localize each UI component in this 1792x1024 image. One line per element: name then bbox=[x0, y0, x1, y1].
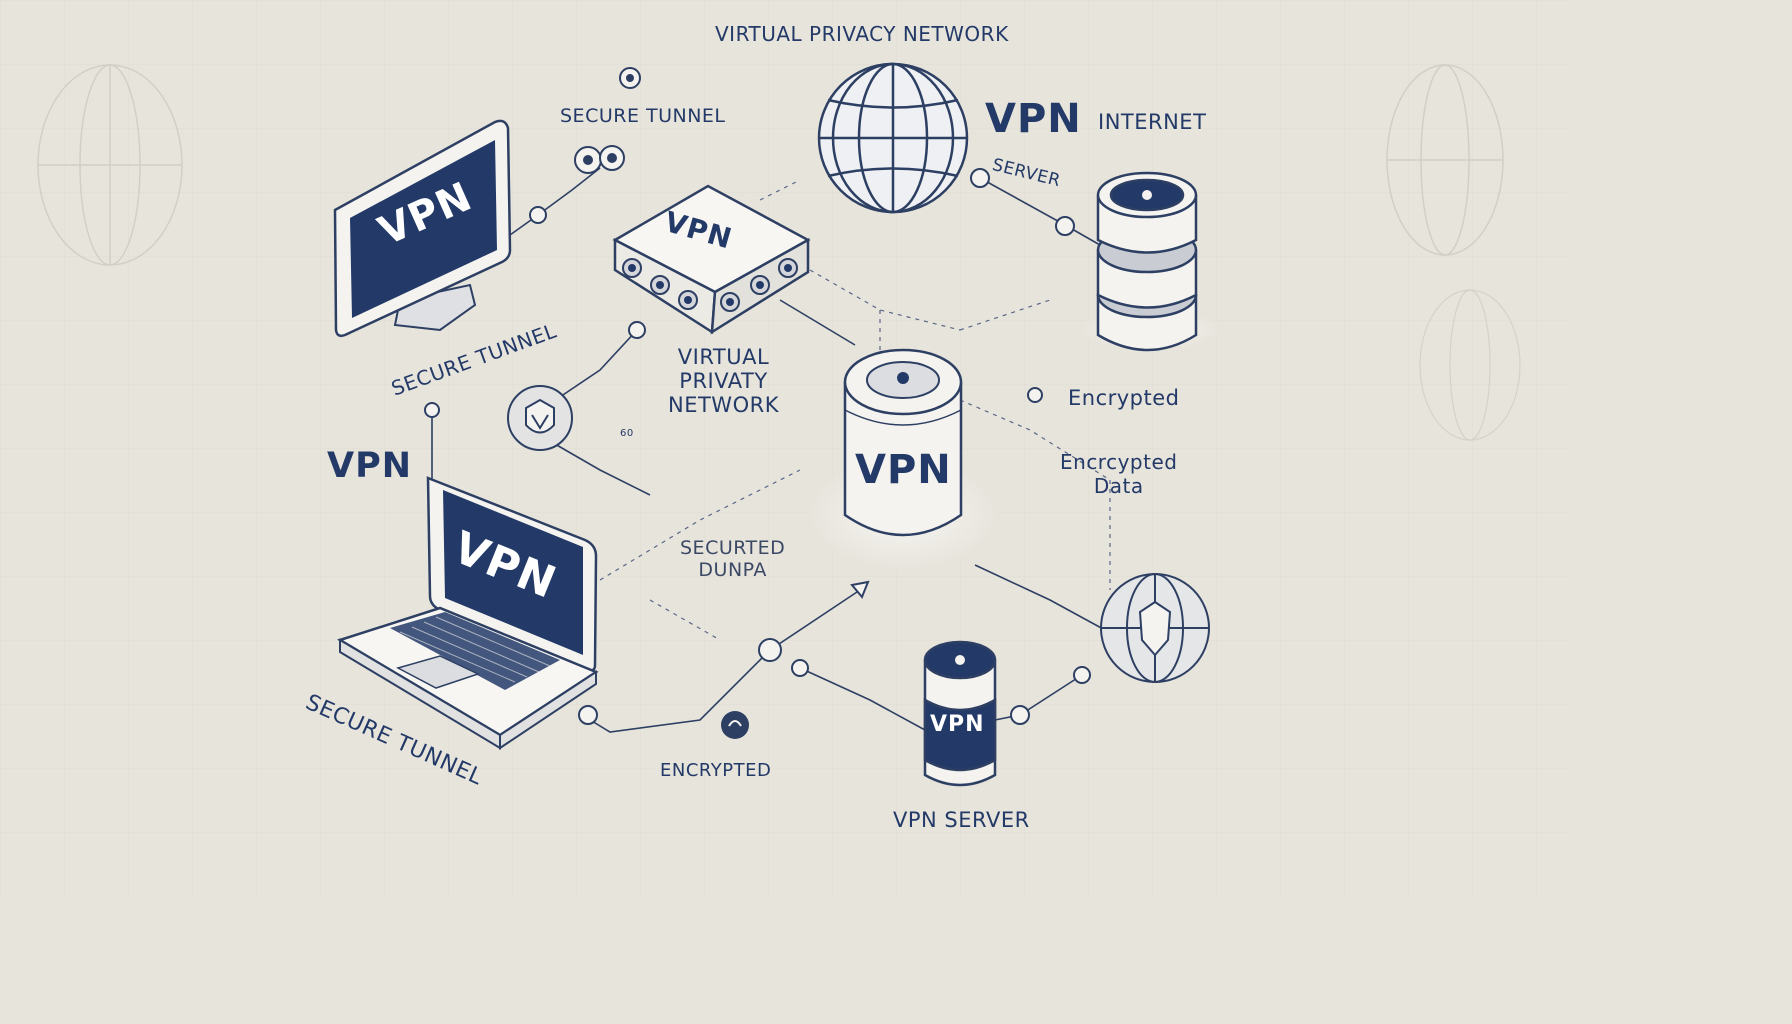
diagram-canvas bbox=[0, 0, 1568, 896]
encrypted-data-label: Encrcypted Data bbox=[1060, 450, 1177, 498]
key-icon bbox=[574, 67, 641, 174]
secure-tunnel-top-label: Secure Tunnel bbox=[560, 105, 726, 127]
vpn-text-line-3: Network bbox=[668, 393, 779, 417]
faint-globe-right-lower-icon bbox=[1419, 289, 1521, 441]
vpn-server-bottom-label: VPN Server bbox=[893, 808, 1030, 832]
vpn-diagram: Virtual Privacy Network Secure Tunnel VP… bbox=[0, 0, 1568, 896]
tunnel-line-shield-down bbox=[547, 439, 651, 496]
server-stack-icon bbox=[1080, 171, 1220, 352]
small-sixty-label: 60 bbox=[620, 428, 634, 439]
encrypted-data-line-1: Encrcypted bbox=[1060, 450, 1178, 474]
encrypted-right-label: Encrypted bbox=[1068, 386, 1180, 410]
faint-globe-left-icon bbox=[37, 64, 183, 266]
securted-line-1: Securted bbox=[680, 537, 786, 559]
internet-label: Internet bbox=[1098, 110, 1207, 134]
lock-icon bbox=[721, 711, 749, 739]
server-icon bbox=[923, 640, 997, 787]
globe-icon bbox=[817, 62, 969, 214]
securted-line-2: Dunpa bbox=[698, 559, 767, 581]
shield-icon bbox=[507, 385, 573, 451]
tunnel-line-shield-right bbox=[974, 564, 1106, 631]
tunnel-line-server-small-left bbox=[799, 667, 926, 731]
shield-globe-icon bbox=[1100, 573, 1210, 683]
top-title: Virtual Privacy Network bbox=[715, 22, 1009, 46]
tunnel-line-router-db bbox=[779, 299, 856, 346]
encrypted-data-line-2: Data bbox=[1093, 474, 1144, 498]
laptop-icon bbox=[336, 476, 599, 750]
router-icon bbox=[612, 184, 811, 335]
arrow-icon bbox=[850, 580, 870, 599]
vpn-left-label: VPN bbox=[327, 446, 413, 486]
database-vpn-label: VPN bbox=[855, 447, 952, 493]
tunnel-line-shield bbox=[547, 329, 638, 406]
virtual-privaty-network-label: Virtual Privaty Network bbox=[668, 345, 779, 417]
tunnel-line-monitor bbox=[509, 167, 601, 236]
monitor-icon bbox=[333, 119, 512, 338]
server-small-label: VPN bbox=[930, 712, 985, 737]
faint-globe-right-icon bbox=[1386, 64, 1504, 256]
connector-nodes bbox=[424, 168, 1091, 725]
background-grid bbox=[0, 0, 1568, 896]
encrypted-bottom-label: Encrypted bbox=[660, 760, 772, 781]
vpn-server-side-label: VPN bbox=[985, 96, 1082, 142]
tunnel-line-laptop bbox=[581, 589, 861, 733]
vpn-text-line-2: Privaty bbox=[679, 369, 768, 393]
vpn-text-line-1: Virtual bbox=[677, 345, 770, 369]
database-icon bbox=[808, 348, 998, 570]
securted-dunpa-label: Securted Dunpa bbox=[680, 537, 785, 581]
